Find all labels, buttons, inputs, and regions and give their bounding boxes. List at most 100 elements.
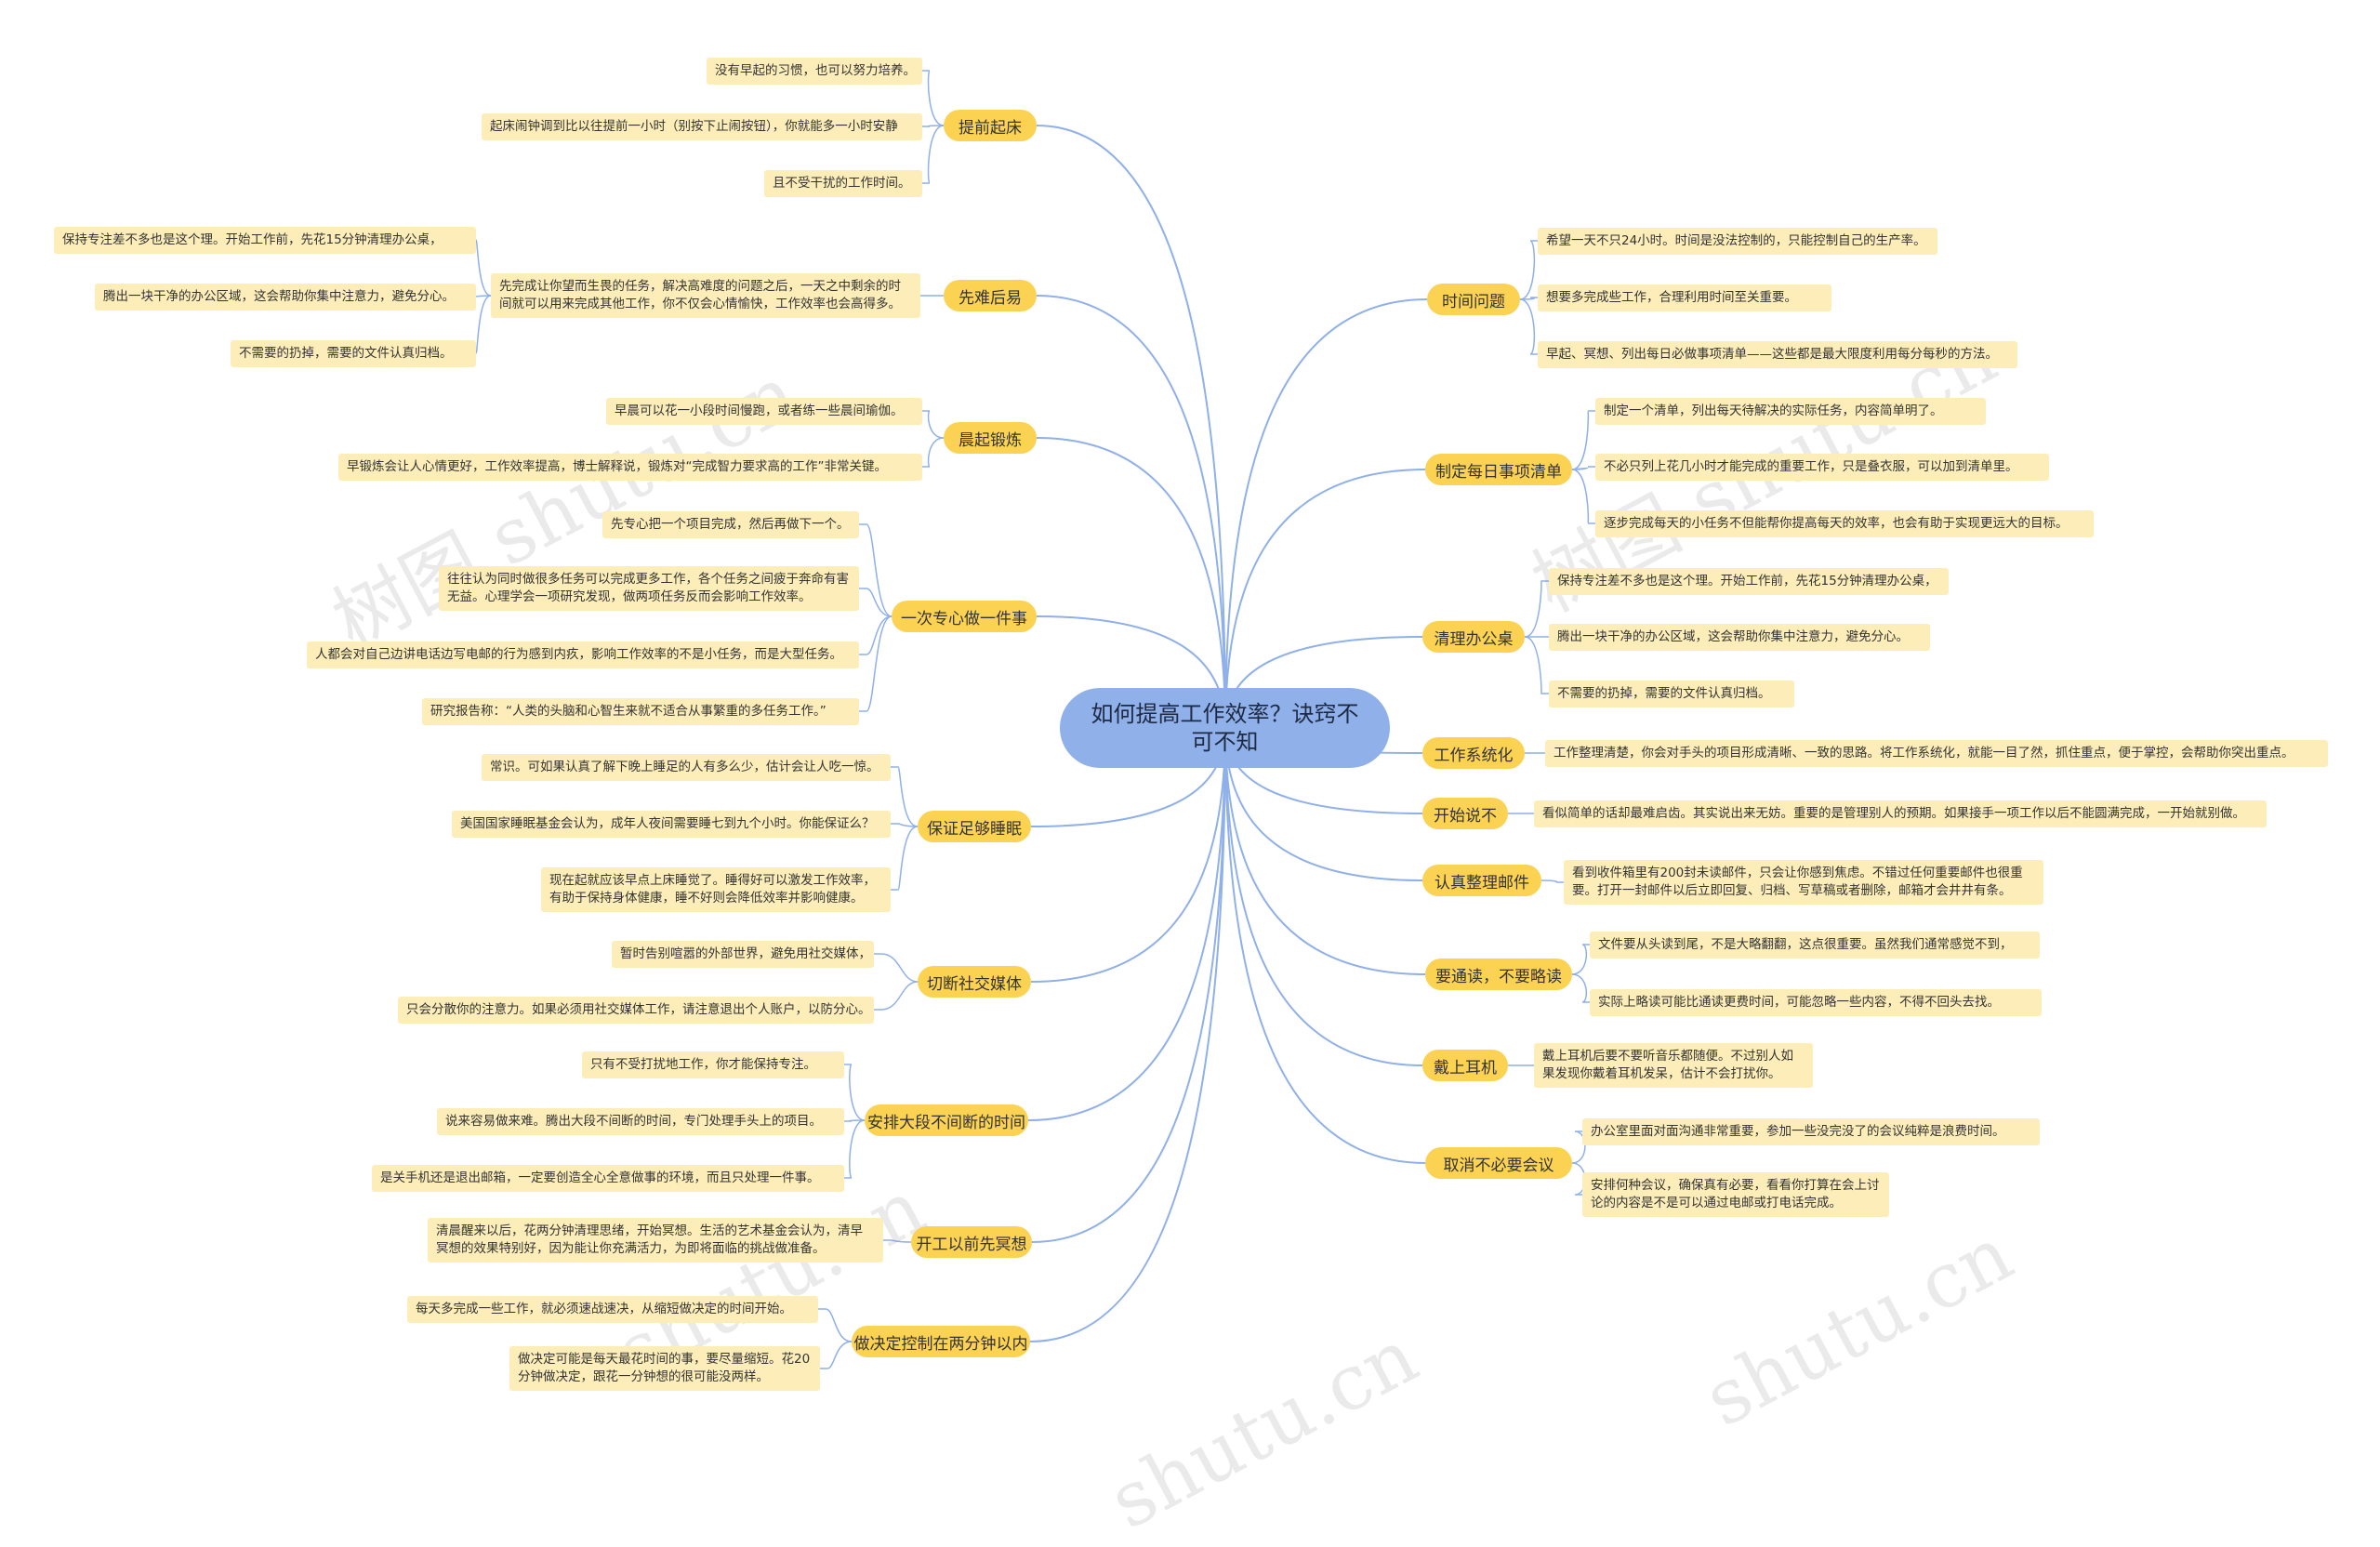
connector-line bbox=[1027, 727, 1226, 1121]
leaf-topic[interactable]: 只有不受打扰地工作，你才能保持专注。 bbox=[582, 1051, 844, 1078]
leaf-topic[interactable]: 暂时告别喧嚣的外部世界，避免用社交媒体， bbox=[612, 941, 874, 968]
branch-topic[interactable]: 要通读，不要略读 bbox=[1425, 959, 1572, 990]
leaf-topic[interactable]: 不需要的扔掉，需要的文件认真归档。 bbox=[231, 340, 476, 367]
connector-line bbox=[922, 437, 945, 468]
connector-line bbox=[891, 766, 919, 827]
connector-line bbox=[818, 1308, 853, 1342]
leaf-topic[interactable]: 每天多完成一些工作，就必须速战速决，从缩短做决定的时间开始。 bbox=[407, 1296, 818, 1323]
leaf-topic[interactable]: 希望一天不只24小时。时间是没法控制的，只能控制自己的生产率。 bbox=[1538, 228, 1937, 255]
branch-topic[interactable]: 工作系统化 bbox=[1422, 737, 1525, 769]
connector-line bbox=[1224, 298, 1428, 729]
leaf-topic[interactable]: 办公室里面对面沟通非常重要，参加一些没完没了的会议纯粹是浪费时间。 bbox=[1582, 1118, 2040, 1145]
leaf-topic[interactable]: 工作整理清楚，你会对手头的项目形成清晰、一致的思路。将工作系统化，就能一目了然，… bbox=[1545, 740, 2328, 767]
leaf-topic[interactable]: 起床闹钟调到比以往提前一小时（别按下止闹按钮），你就能多一小时安静 bbox=[482, 113, 922, 140]
connector-line bbox=[859, 615, 892, 712]
connector-line bbox=[874, 981, 919, 1011]
branch-topic[interactable]: 切断社交媒体 bbox=[918, 966, 1031, 998]
connector-line bbox=[1036, 295, 1226, 729]
connector-line bbox=[1519, 240, 1538, 300]
branch-topic[interactable]: 提前起床 bbox=[944, 110, 1037, 141]
leaf-topic[interactable]: 实际上略读可能比通读更费时间，可能忽略一些内容，不得不回头去找。 bbox=[1590, 989, 2042, 1016]
leaf-topic[interactable]: 说来容易做来难。腾出大段不间断的时间，专门处理手头上的项目。 bbox=[437, 1108, 844, 1135]
leaf-topic[interactable]: 现在起就应该早点上床睡觉了。睡得好可以激发工作效率，有助于保持身体健康，睡不好则… bbox=[541, 867, 891, 912]
leaf-topic[interactable]: 没有早起的习惯，也可以努力培养。 bbox=[707, 58, 922, 85]
leaf-topic[interactable]: 往往认为同时做很多任务可以完成更多工作，各个任务之间疲于奔命有害无益。心理学会一… bbox=[439, 566, 859, 611]
connector-line bbox=[922, 125, 945, 184]
branch-topic[interactable]: 开始说不 bbox=[1422, 798, 1508, 829]
connector-line bbox=[922, 410, 945, 439]
leaf-topic[interactable]: 人都会对自己边讲电话边写电邮的行为感到内疚，影响工作效率的不是小任务，而是大型任… bbox=[307, 641, 859, 668]
connector-line bbox=[475, 239, 492, 297]
connector-line bbox=[1029, 727, 1226, 1342]
connector-line bbox=[859, 523, 892, 617]
connector-line bbox=[1519, 298, 1538, 355]
connector-line bbox=[874, 953, 919, 983]
leaf-topic[interactable]: 且不受干扰的工作时间。 bbox=[764, 170, 922, 197]
leaf-topic[interactable]: 逐步完成每天的小任务不但能帮你提高每天的效率，也会有助于实现更远大的目标。 bbox=[1595, 510, 2094, 537]
connector-line bbox=[475, 295, 492, 298]
leaf-topic[interactable]: 美国国家睡眠基金会认为，成年人夜间需要睡七到九个小时。你能保证么？ bbox=[452, 811, 891, 838]
mind-map-canvas: 树图 shutu.cn 树图 shutu.cn shutu.cn shutu.c… bbox=[54, 58, 2328, 1547]
connector-line bbox=[1036, 125, 1226, 729]
branch-topic[interactable]: 清理办公桌 bbox=[1422, 621, 1525, 653]
connector-line bbox=[1224, 727, 1426, 975]
connector-line bbox=[922, 70, 945, 126]
branch-topic[interactable]: 先难后易 bbox=[944, 280, 1037, 311]
connector-line bbox=[1571, 410, 1595, 470]
connector-line bbox=[1571, 466, 1595, 470]
leaf-topic[interactable]: 安排何种会议，确保真有必要，看看你打算在会上讨论的内容是不是可以通过电邮或打电话… bbox=[1582, 1172, 1889, 1217]
leaf-topic[interactable]: 只会分散你的注意力。如果必须用社交媒体工作，请注意退出个人账户，以防分心。 bbox=[398, 997, 874, 1024]
branch-topic[interactable]: 做决定控制在两分钟以内 bbox=[852, 1326, 1030, 1357]
leaf-topic[interactable]: 清晨醒来以后，花两分钟清理思绪，开始冥想。生活的艺术基金会认为，清早冥想的效果特… bbox=[428, 1218, 883, 1263]
connector-lines bbox=[475, 70, 1595, 1369]
leaf-topic[interactable]: 研究报告称：“人类的头脑和心智生来就不适合从事繁重的多任务工作。” bbox=[422, 698, 859, 725]
connector-line bbox=[475, 295, 492, 354]
connector-line bbox=[1571, 973, 1590, 1003]
leaf-topic[interactable]: 先完成让你望而生畏的任务，解决高难度的问题之后，一天之中剩余的时间就可以用来完成… bbox=[491, 273, 920, 318]
branch-topic[interactable]: 晨起锻炼 bbox=[944, 422, 1037, 454]
leaf-topic[interactable]: 不需要的扔掉，需要的文件认真归档。 bbox=[1549, 681, 1794, 707]
leaf-topic[interactable]: 早锻炼会让人心情更好，工作效率提高，博士解释说，锻炼对“完成智力要求高的工作”非… bbox=[338, 454, 922, 481]
connector-line bbox=[1519, 297, 1538, 300]
connector-line bbox=[883, 1239, 912, 1243]
leaf-topic[interactable]: 看似简单的话却最难启齿。其实说出来无妨。重要的是管理别人的预期。如果接手一项工作… bbox=[1534, 800, 2267, 827]
branch-topic[interactable]: 戴上耳机 bbox=[1422, 1050, 1508, 1081]
leaf-topic[interactable]: 是关手机还是退出邮箱，一定要创造全心全意做事的环境，而且只处理一件事。 bbox=[372, 1165, 844, 1192]
branch-topic[interactable]: 认真整理邮件 bbox=[1422, 865, 1541, 896]
connector-line bbox=[1540, 879, 1564, 883]
connector-line bbox=[1030, 727, 1226, 983]
leaf-topic[interactable]: 制定一个清单，列出每天待解决的实际任务，内容简单明了。 bbox=[1595, 398, 1986, 425]
connector-line bbox=[1571, 944, 1590, 975]
leaf-topic[interactable]: 文件要从头读到尾，不是大略翻翻，这点很重要。虽然我们通常感觉不到， bbox=[1590, 932, 2040, 959]
leaf-topic[interactable]: 想要多完成些工作，合理利用时间至关重要。 bbox=[1538, 284, 1831, 311]
branch-topic[interactable]: 制定每日事项清单 bbox=[1425, 454, 1572, 485]
connector-line bbox=[891, 823, 919, 827]
branch-topic[interactable]: 开工以前先冥想 bbox=[911, 1226, 1032, 1258]
branch-topic[interactable]: 安排大段不间断的时间 bbox=[865, 1104, 1028, 1136]
leaf-topic[interactable]: 早起、冥想、列出每日必做事项清单——这些都是最大限度利用每分每秒的方法。 bbox=[1538, 341, 2017, 368]
branch-topic[interactable]: 时间问题 bbox=[1427, 284, 1520, 315]
branch-topic[interactable]: 保证足够睡眠 bbox=[918, 811, 1031, 842]
leaf-topic[interactable]: 保持专注差不多也是这个理。开始工作前，先花15分钟清理办公桌， bbox=[1549, 568, 1949, 595]
leaf-topic[interactable]: 腾出一块干净的办公区域，这会帮助你集中注意力，避免分心。 bbox=[1549, 624, 1930, 651]
leaf-topic[interactable]: 看到收件箱里有200封未读邮件，只会让你感到焦虑。不错过任何重要邮件也很重要。打… bbox=[1564, 860, 2043, 905]
leaf-topic[interactable]: 先专心把一个项目完成，然后再做下一个。 bbox=[602, 511, 859, 538]
connector-line bbox=[1031, 727, 1226, 1243]
leaf-topic[interactable]: 做决定可能是每天最花时间的事，要尽量缩短。花20分钟做决定，跟花一分钟想的很可能… bbox=[509, 1346, 820, 1391]
leaf-topic[interactable]: 戴上耳机后要不要听音乐都随便。不过别人如果发现你戴着耳机发呆，估计不会打扰你。 bbox=[1534, 1043, 1813, 1088]
connector-line bbox=[820, 1341, 853, 1369]
connector-line bbox=[844, 1064, 866, 1121]
root-topic[interactable]: 如何提高工作效率？诀窍不可不知 bbox=[1060, 688, 1390, 768]
connector-line bbox=[1524, 580, 1549, 638]
leaf-topic[interactable]: 常识。可如果认真了解下晚上睡足的人有多么少，估计会让人吃一惊。 bbox=[482, 754, 891, 781]
leaf-topic[interactable]: 早晨可以花一小段时间慢跑，或者练一些晨间瑜伽。 bbox=[606, 398, 922, 425]
leaf-topic[interactable]: 保持专注差不多也是这个理。开始工作前，先花15分钟清理办公桌， bbox=[54, 227, 476, 254]
leaf-topic[interactable]: 不必只列上花几小时才能完成的重要工作，只是叠衣服，可以加到清单里。 bbox=[1595, 454, 2049, 481]
connector-line bbox=[1036, 437, 1226, 729]
leaf-topic[interactable]: 腾出一块干净的办公区域，这会帮助你集中注意力，避免分心。 bbox=[95, 284, 476, 311]
connector-line bbox=[859, 588, 892, 617]
branch-topic[interactable]: 一次专心做一件事 bbox=[892, 601, 1037, 632]
connector-line bbox=[1524, 636, 1549, 694]
connector-line bbox=[859, 615, 892, 655]
branch-topic[interactable]: 取消不必要会议 bbox=[1425, 1147, 1572, 1179]
